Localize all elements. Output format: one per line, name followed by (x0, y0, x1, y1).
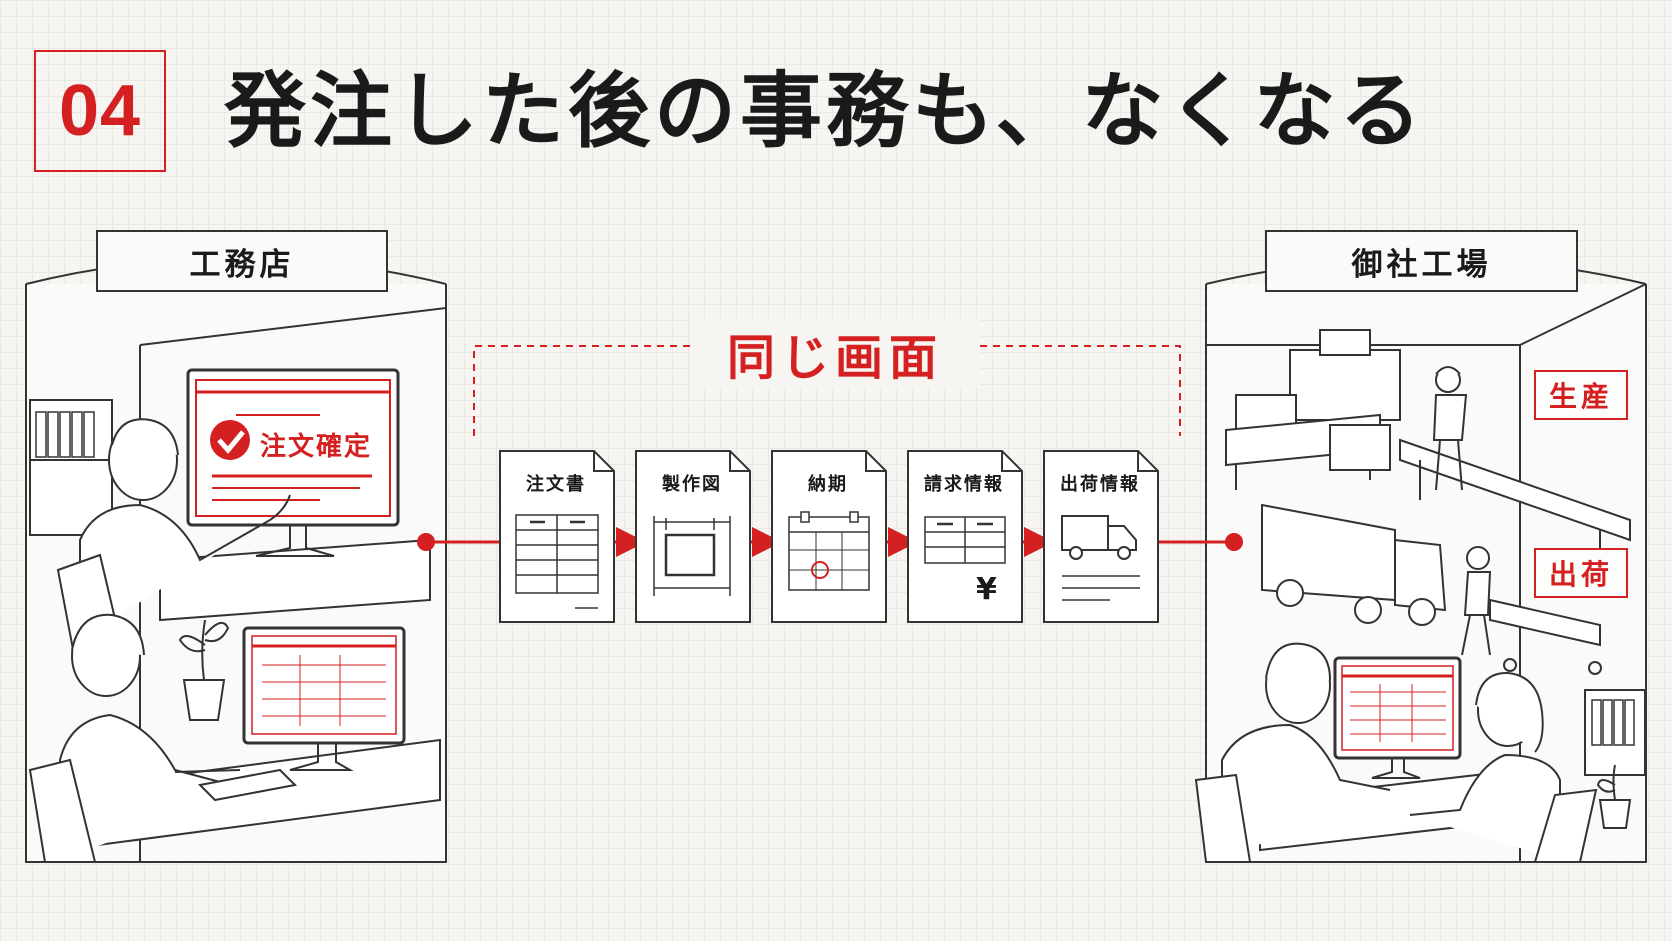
flow-start-dot (417, 533, 435, 551)
right-scene-label: 御社工場 (1265, 230, 1578, 292)
document-delivery-date (771, 450, 887, 623)
yen-symbol: ¥ (976, 572, 997, 607)
truck-icon (1061, 515, 1140, 601)
doc-label-delivery: 納期 (808, 474, 848, 495)
production-tag: 生産 (1534, 370, 1628, 420)
flow-end-dot (1225, 533, 1243, 551)
page-title: 発注した後の事務も、なくなる (224, 64, 1426, 159)
left-scene-label: 工務店 (96, 230, 388, 292)
table-icon (515, 514, 599, 609)
drawing-icon (653, 516, 731, 596)
invoice-yen-icon (924, 516, 1006, 564)
same-screen-label: 同じ画面 (690, 318, 980, 388)
section-number: 04 (34, 50, 166, 172)
calendar-icon (788, 511, 870, 591)
doc-label-order: 注文書 (526, 474, 586, 495)
doc-label-shipping: 出荷情報 (1060, 474, 1140, 495)
same-screen-bracket (473, 345, 1181, 436)
doc-label-invoice: 請求情報 (924, 474, 1004, 495)
doc-label-drawing: 製作図 (662, 474, 722, 495)
document-shipping (1043, 450, 1159, 623)
document-drawing (635, 450, 751, 623)
order-confirm-text: 注文確定 (260, 432, 373, 462)
right-factory-scene (1194, 257, 1647, 863)
shipping-tag: 出荷 (1534, 548, 1628, 598)
left-office-scene (25, 257, 447, 863)
